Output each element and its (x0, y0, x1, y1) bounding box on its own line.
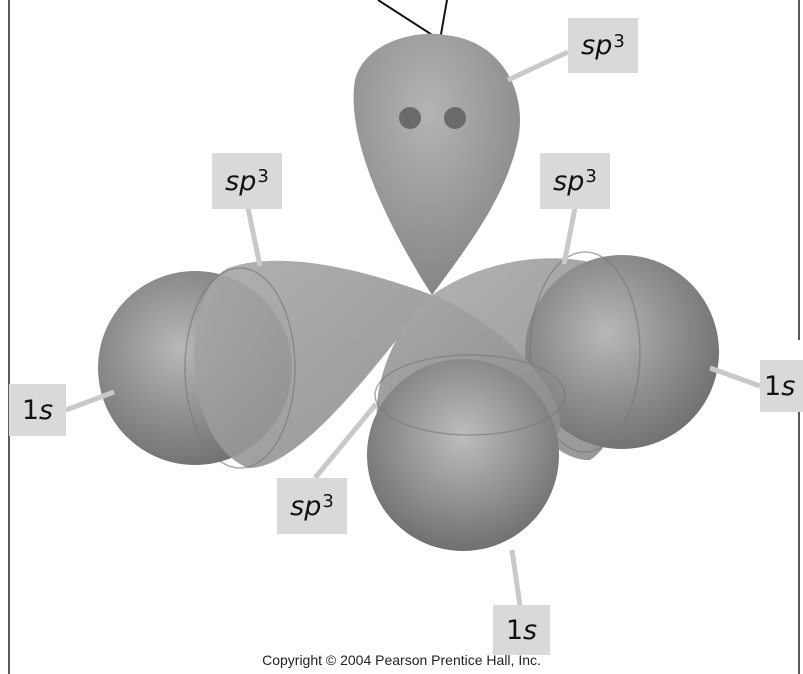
lone-pair-electron-2 (444, 107, 466, 129)
leader-left-s (65, 389, 115, 413)
leader-lone-pair (506, 49, 570, 83)
lone-pair-lobe (353, 33, 520, 295)
lone-pair-sp3-lobe (353, 33, 520, 295)
leader-right-s (709, 365, 761, 389)
label-base: sp (290, 490, 322, 522)
lone-pair-electron-1 (399, 107, 421, 129)
leader-lines (65, 49, 761, 607)
bottom-1s-sphere (367, 359, 559, 551)
label-num: 1 (21, 394, 40, 426)
front-h-bond (367, 295, 566, 551)
leader-lower-center (313, 402, 378, 480)
right-1s-sphere (525, 255, 719, 449)
leader-bottom-s (509, 549, 523, 607)
left-overlap-ring (184, 267, 296, 469)
label-exp: 3 (257, 166, 269, 187)
copyright-notice: Copyright © 2004 Pearson Prentice Hall, … (262, 652, 541, 668)
label-num: 1 (764, 370, 782, 402)
label-base: sp (553, 165, 585, 197)
left-h-bond (98, 260, 432, 469)
front-overlap-ring (374, 354, 566, 436)
label-base: s (523, 614, 538, 646)
label-base: sp (581, 30, 613, 61)
leader-upper-left (245, 207, 263, 267)
label-exp: 3 (585, 166, 597, 187)
label-base: s (781, 370, 796, 402)
label-exp: 3 (613, 30, 625, 52)
label-num: 1 (505, 614, 524, 646)
label-base: sp (225, 165, 257, 197)
right-overlap-ring (529, 251, 641, 453)
leader-upper-right (561, 207, 578, 265)
label-base: s (39, 394, 54, 426)
left-sp3-lobe (194, 260, 432, 469)
label-exp: 3 (322, 491, 334, 512)
right-h-bond (432, 251, 719, 461)
